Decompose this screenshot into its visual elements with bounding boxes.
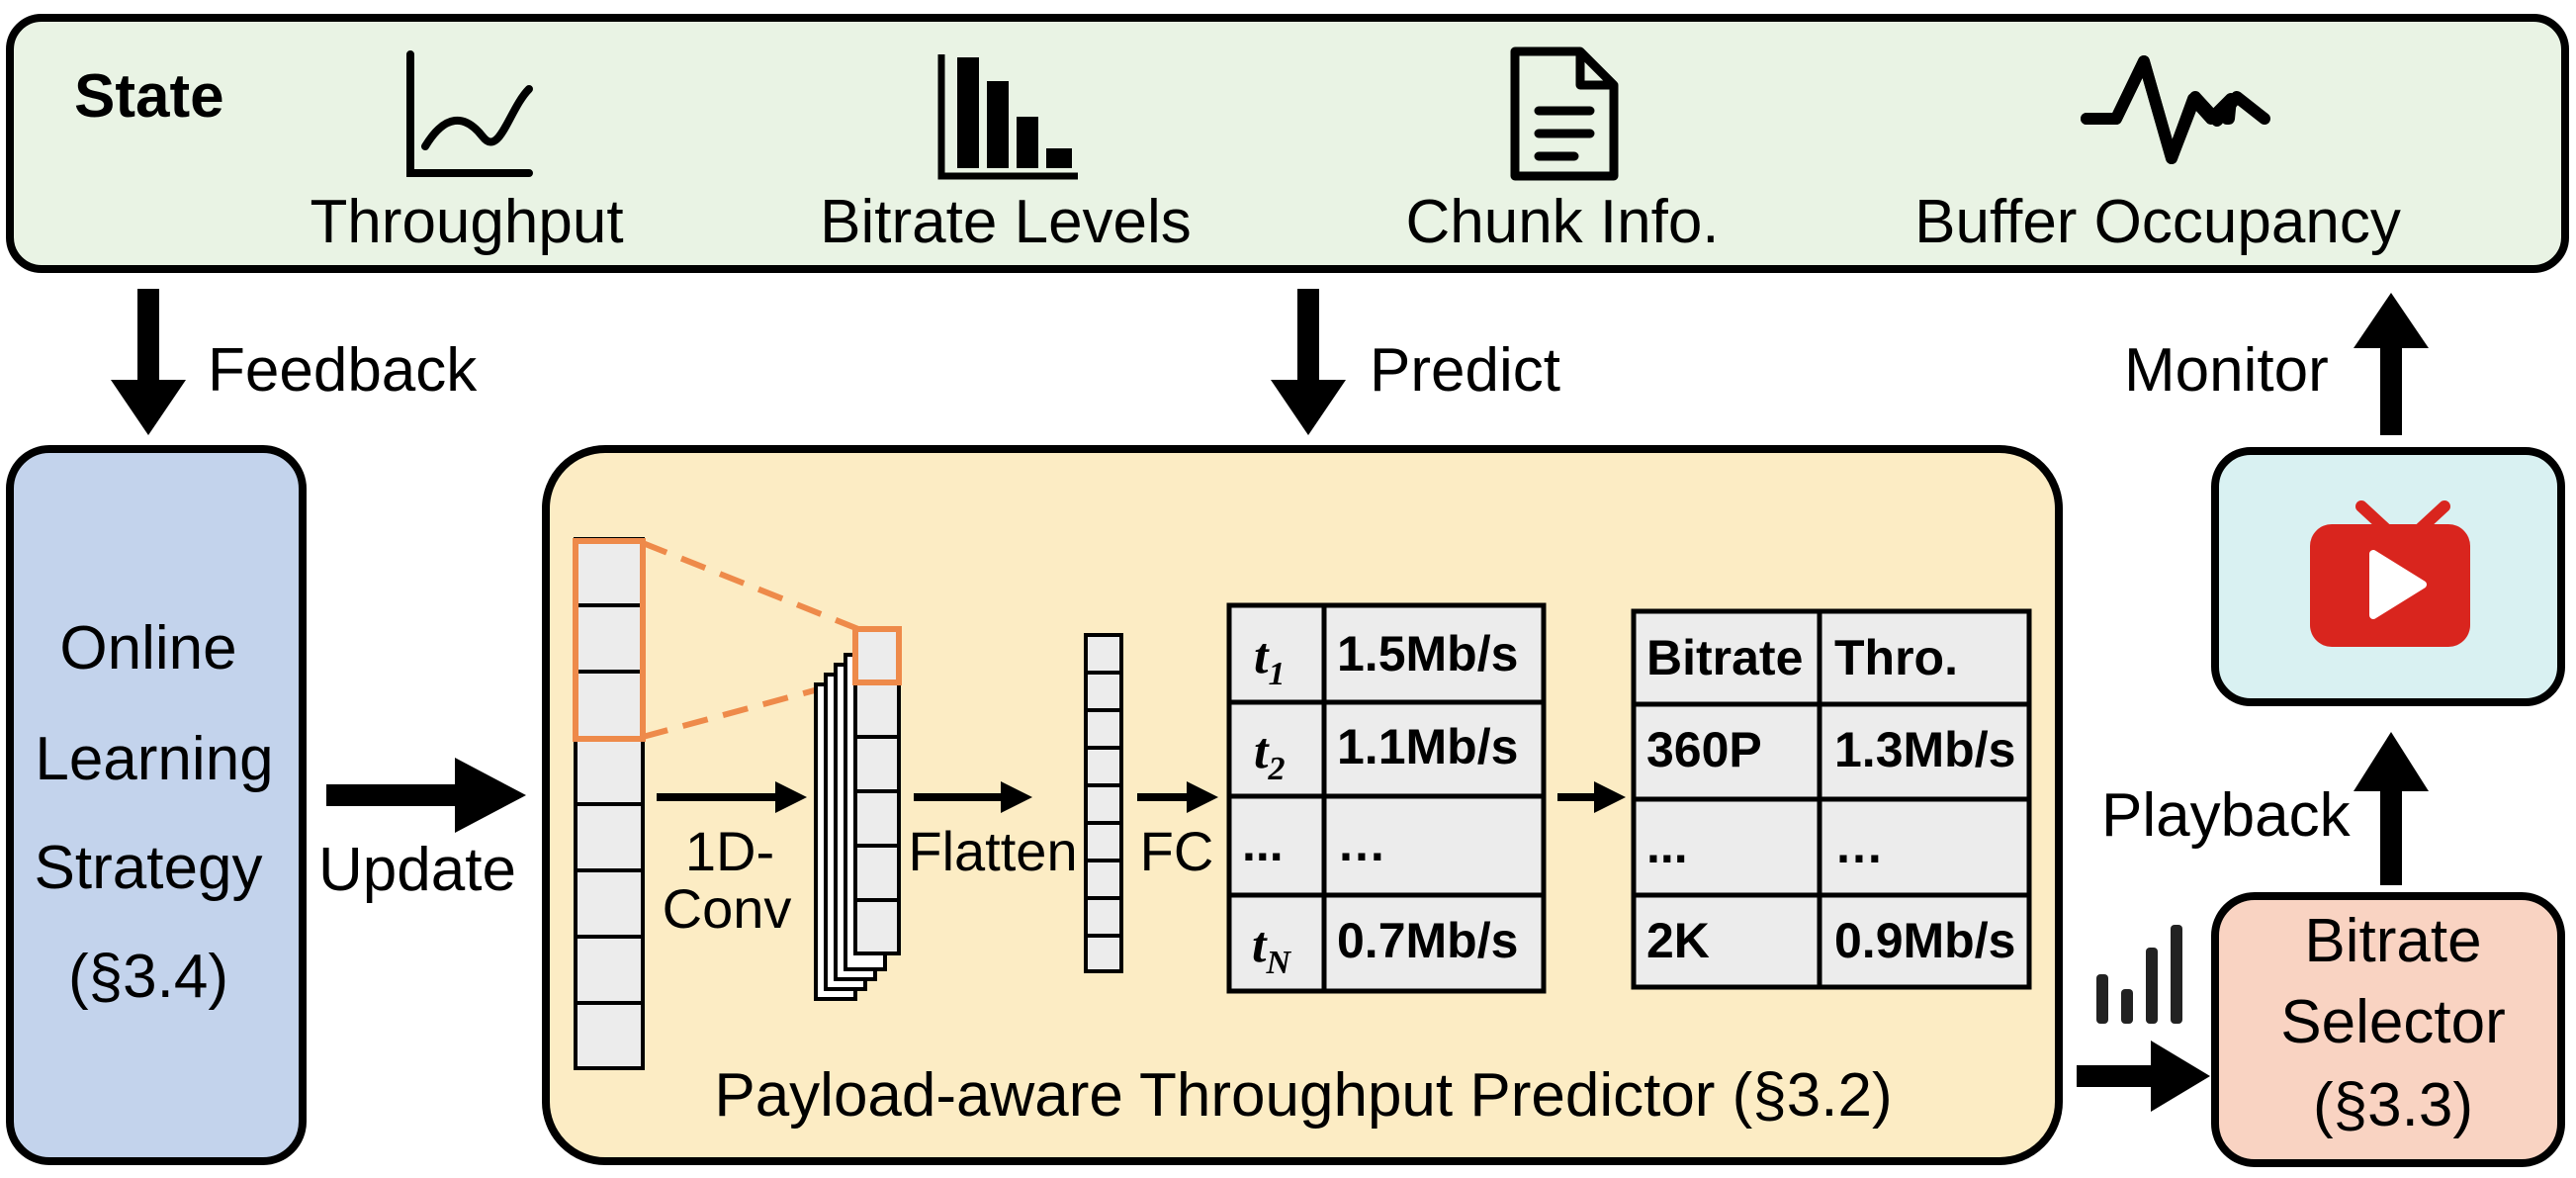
predict-label: Predict xyxy=(1370,336,1560,405)
flattened-vector xyxy=(1084,633,1123,973)
svg-text:t2: t2 xyxy=(1254,723,1285,787)
feature-maps xyxy=(814,626,902,1001)
state-item-label: Chunk Info. xyxy=(1405,188,1719,256)
bitrate-selector-box: Bitrate Selector (§3.3) xyxy=(2211,892,2565,1167)
tv-play-icon xyxy=(2310,500,2470,647)
bitrate-table: Bitrate Thro. 360P 1.3Mb/s ... … 2K 0.9M… xyxy=(1631,608,2032,990)
monitor-arrow: Monitor xyxy=(2124,293,2429,435)
predictor-title: Payload-aware Throughput Predictor (§3.2… xyxy=(714,1061,1892,1130)
conv-kernel-window xyxy=(573,538,646,742)
feedback-arrow: Feedback xyxy=(111,289,478,435)
table-row: t2 1.1Mb/s xyxy=(1254,719,1518,787)
learning-line: (§3.4) xyxy=(68,943,228,1011)
svg-text:tN: tN xyxy=(1252,917,1291,981)
pulse-icon xyxy=(2081,55,2270,164)
throughput-predictor-box: 1D- Conv Flatten FC xyxy=(542,445,2063,1165)
table-cell: 2K xyxy=(1646,913,1710,968)
table-cell: 1.1Mb/s xyxy=(1337,719,1518,774)
table-header: Thro. xyxy=(1834,630,1958,685)
table-header: Bitrate xyxy=(1646,630,1803,685)
feedback-label: Feedback xyxy=(208,336,478,405)
flatten-label: Flatten xyxy=(908,820,1077,882)
table-row: t1 1.5Mb/s xyxy=(1254,626,1518,692)
table-cell: 0.7Mb/s xyxy=(1337,913,1518,968)
table-row: ... … xyxy=(1242,816,1386,871)
update-arrow: Update xyxy=(318,758,526,904)
bitrate-bars-icon xyxy=(2096,925,2182,1024)
input-vector xyxy=(573,537,646,1070)
flatten-arrow xyxy=(914,781,1032,813)
predictor-to-selector-arrow xyxy=(2077,1041,2210,1112)
table-cell: 0.9Mb/s xyxy=(1834,913,2015,968)
table-cell: 360P xyxy=(1646,722,1762,777)
fc-arrow xyxy=(1137,781,1218,813)
table-cell: … xyxy=(1337,816,1386,871)
learning-line: Learning xyxy=(35,725,273,793)
prediction-table: t1 1.5Mb/s t2 1.1Mb/s ... … tN 0.7Mb/s xyxy=(1226,602,1547,994)
bar-chart-icon xyxy=(937,54,1078,180)
video-player-box xyxy=(2211,447,2565,706)
table-row: tN 0.7Mb/s xyxy=(1252,913,1518,981)
predict-arrow: Predict xyxy=(1271,289,1560,435)
state-item-label: Bitrate Levels xyxy=(820,188,1192,256)
conv-arrow xyxy=(657,781,807,813)
state-item-label: Throughput xyxy=(310,188,623,256)
monitor-label: Monitor xyxy=(2124,336,2329,405)
table-cell: ... xyxy=(1646,818,1688,873)
svg-text:t1: t1 xyxy=(1254,628,1285,692)
selector-line: (§3.3) xyxy=(2313,1071,2473,1139)
table-cell: 1.3Mb/s xyxy=(1834,722,2015,777)
state-panel: State Throughput Bitrate Levels Chunk In… xyxy=(6,14,2569,273)
playback-arrow: Playback xyxy=(2101,732,2429,885)
table-cell: 1.5Mb/s xyxy=(1337,626,1518,681)
selector-line: Bitrate xyxy=(2304,907,2481,975)
state-title: State xyxy=(74,62,224,131)
line-chart-icon xyxy=(406,50,533,177)
state-item-label: Buffer Occupancy xyxy=(1914,188,2401,256)
conv-label: Conv xyxy=(663,877,792,940)
online-learning-box: Online Learning Strategy (§3.4) xyxy=(6,445,307,1165)
learning-line: Strategy xyxy=(35,834,263,902)
document-icon xyxy=(1510,46,1619,181)
table-arrow xyxy=(1557,781,1626,813)
fc-label: FC xyxy=(1140,820,1214,882)
selector-line: Selector xyxy=(2280,988,2505,1056)
table-cell: … xyxy=(1834,818,1884,873)
update-label: Update xyxy=(318,836,516,904)
learning-line: Online xyxy=(59,614,236,682)
playback-label: Playback xyxy=(2101,781,2352,850)
table-cell: ... xyxy=(1242,816,1284,871)
conv-label: 1D- xyxy=(685,820,774,882)
